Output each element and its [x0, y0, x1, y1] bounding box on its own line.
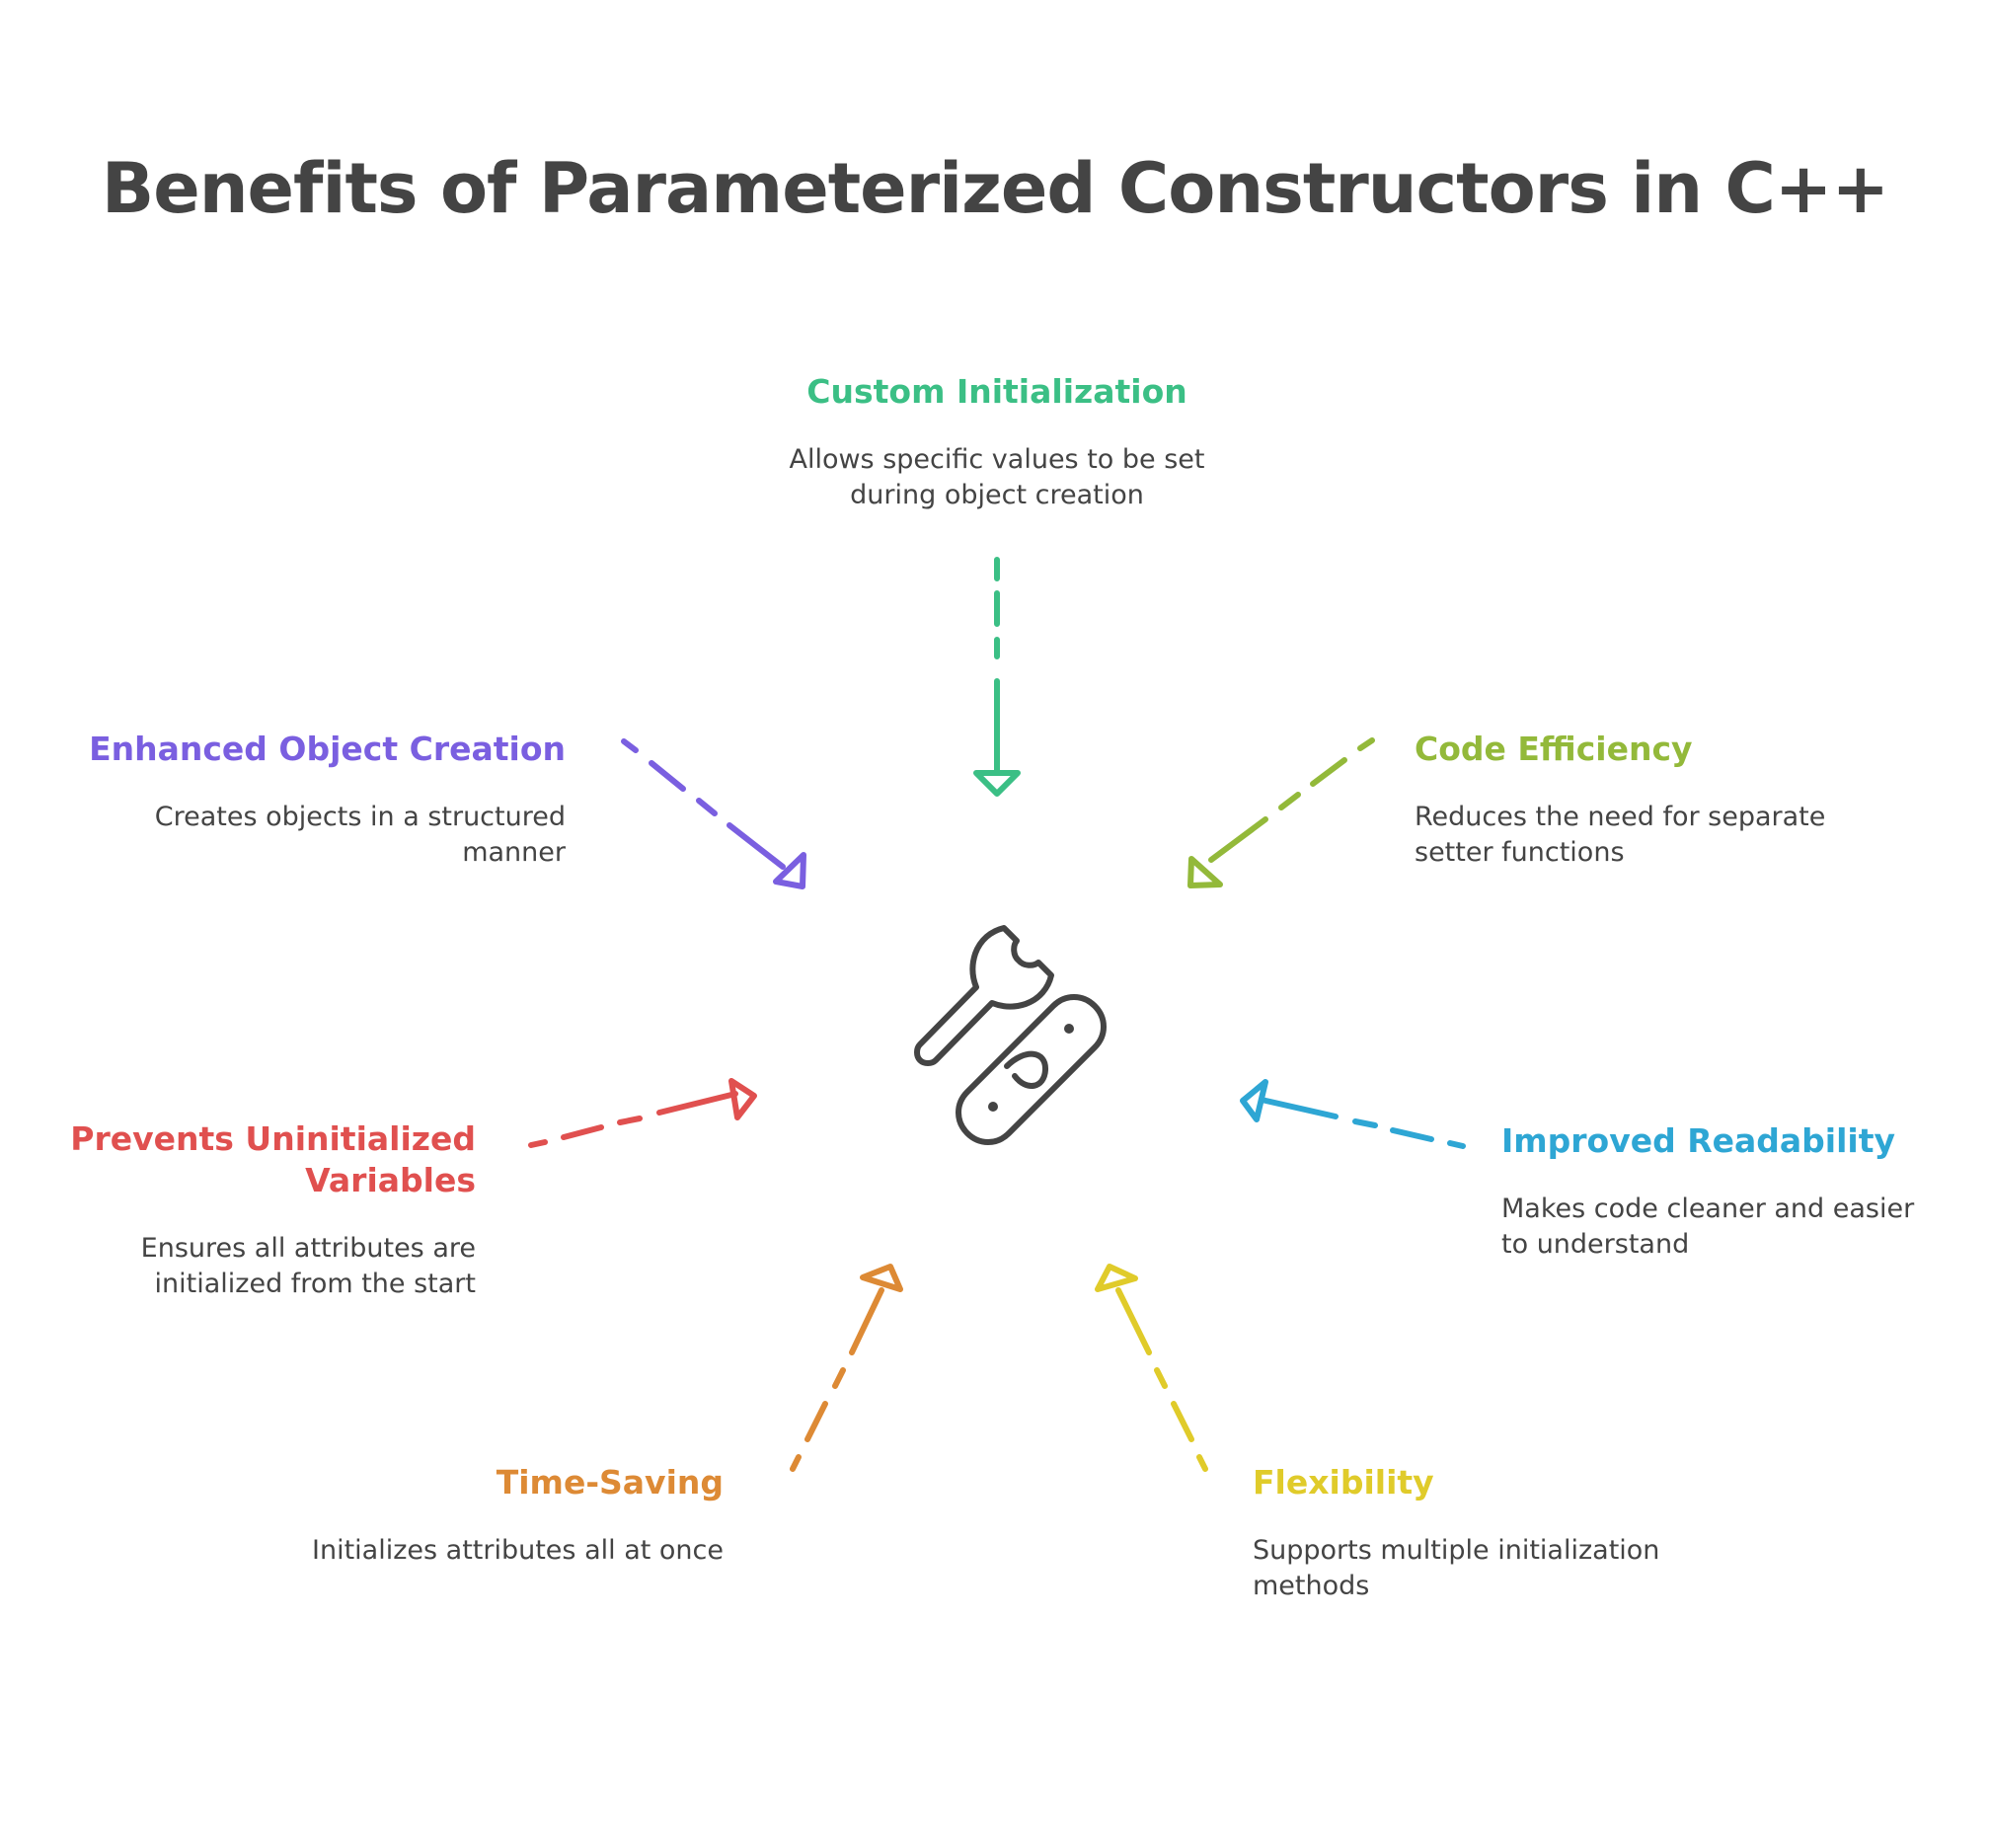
arrow-improved-readability — [1240, 1079, 1466, 1149]
wrench-and-link-icon — [914, 925, 1107, 1145]
node-description: Supports multiple initialization methods — [1253, 1533, 1766, 1604]
node-heading: Custom Initialization — [806, 372, 1187, 411]
node-description: Makes code cleaner and easier to underst… — [1501, 1192, 1936, 1263]
node-description: Allows specific values to be set during … — [750, 442, 1244, 513]
node-heading: Code Efficiency — [1415, 730, 1693, 768]
node-description-line: to understand — [1501, 1229, 1690, 1260]
node-improved-readability: Improved Readability Makes code cleaner … — [1501, 1120, 1936, 1263]
node-code-efficiency: Code Efficiency Reduces the need for sep… — [1415, 729, 1928, 871]
node-description-line: Ensures all attributes are — [140, 1233, 476, 1264]
node-heading: Improved Readability — [1501, 1121, 1896, 1160]
node-heading-line: Prevents Uninitialized — [70, 1119, 476, 1158]
node-description: Initializes attributes all at once — [197, 1533, 724, 1569]
node-custom-initialization: Custom Initialization Allows specific va… — [750, 371, 1244, 513]
node-description-line: Supports multiple initialization — [1253, 1535, 1660, 1566]
node-description-line: initialized from the start — [154, 1269, 476, 1299]
node-description-line: Initializes attributes all at once — [312, 1535, 724, 1566]
node-description-line: Makes code cleaner and easier — [1501, 1194, 1915, 1224]
arrow-code-efficiency — [1187, 737, 1375, 888]
node-heading: Enhanced Object Creation — [89, 730, 566, 768]
node-heading: Flexibility — [1253, 1463, 1434, 1502]
arrow-custom-initialization — [973, 557, 1021, 797]
node-description: Ensures all attributes are initialized f… — [39, 1231, 476, 1302]
arrow-enhanced-object-creation — [621, 738, 806, 889]
arrow-time-saving — [790, 1264, 903, 1472]
node-time-saving: Time-Saving Initializes attributes all a… — [197, 1462, 724, 1569]
node-description: Reduces the need for separate setter fun… — [1415, 800, 1928, 871]
node-description: Creates objects in a structured manner — [59, 800, 566, 871]
arrow-flexibility — [1095, 1264, 1208, 1472]
node-heading: Time-Saving — [496, 1463, 724, 1502]
node-description-line: Allows specific values to be set — [789, 444, 1205, 475]
node-prevents-uninitialized-variables: Prevents Uninitialized Variables Ensures… — [39, 1118, 476, 1302]
node-description-line: Creates objects in a structured — [154, 802, 566, 832]
node-description-line: during object creation — [850, 480, 1144, 510]
node-description-line: methods — [1253, 1571, 1370, 1601]
arrow-prevents-uninitialized — [528, 1078, 757, 1148]
node-enhanced-object-creation: Enhanced Object Creation Creates objects… — [59, 729, 566, 871]
node-heading: Prevents Uninitialized Variables — [39, 1118, 476, 1201]
node-heading-line: Variables — [305, 1161, 476, 1199]
node-description-line: setter functions — [1415, 837, 1625, 868]
page-title: Benefits of Parameterized Constructors i… — [101, 148, 1889, 229]
node-flexibility: Flexibility Supports multiple initializa… — [1253, 1462, 1766, 1604]
node-description-line: Reduces the need for separate — [1415, 802, 1826, 832]
node-description-line: manner — [462, 837, 566, 868]
